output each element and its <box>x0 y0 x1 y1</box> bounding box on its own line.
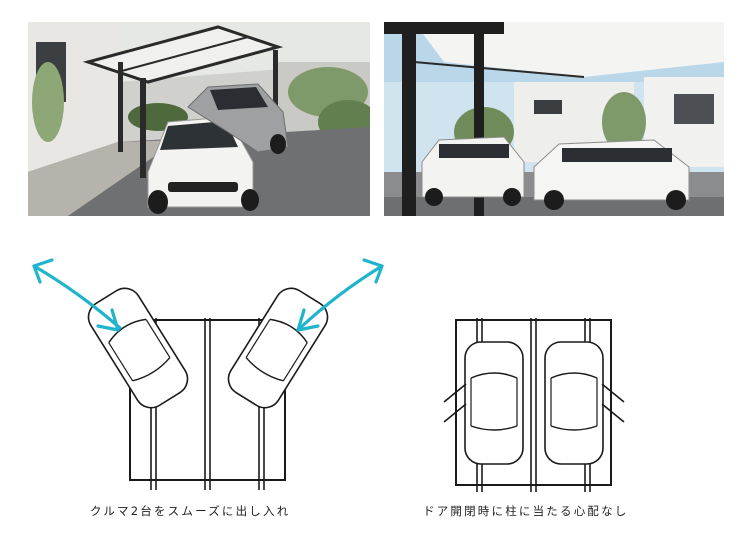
parking-maneuver-diagram <box>20 238 400 498</box>
caption-smooth-parking: クルマ2台をスムーズに出し入れ <box>90 504 291 518</box>
car-outline-right <box>227 287 329 409</box>
door-clearance-diagram <box>420 300 640 496</box>
carport-outline <box>129 319 286 481</box>
car-outline-left <box>87 287 189 409</box>
arrow-right <box>296 258 384 332</box>
arrow-left <box>32 258 122 332</box>
car-outline-left <box>443 341 524 465</box>
carport-photo-rear <box>384 22 724 216</box>
carport-outline <box>455 319 612 486</box>
caption-door-clearance: ドア開閉時に柱に当たる心配なし <box>423 504 629 518</box>
car-outline-right <box>544 341 625 465</box>
carport-photo-front <box>28 22 370 216</box>
